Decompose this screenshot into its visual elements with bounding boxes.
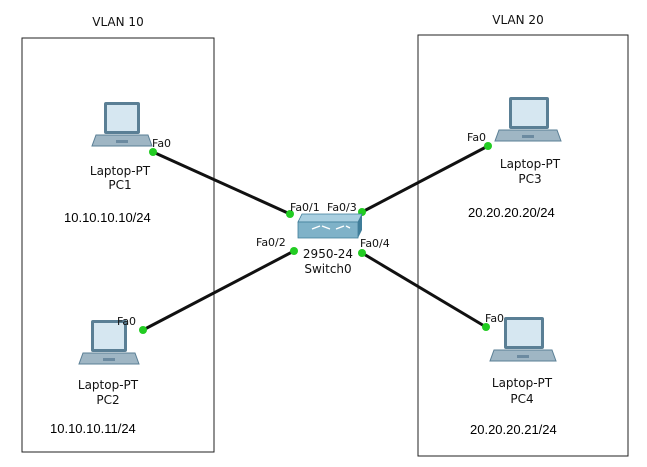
vlan20-area: VLAN 20	[417, 13, 629, 457]
pc1-port-label: Fa0	[152, 137, 171, 150]
laptop-pc3[interactable]	[494, 97, 562, 142]
laptop-icon	[489, 317, 557, 362]
pc2-ip-label: 10.10.10.11/24	[50, 421, 136, 436]
pc3-type-label: Laptop-PT	[500, 157, 561, 171]
switch-port-fa01-label: Fa0/1	[290, 201, 320, 214]
pc4-port-label: Fa0	[485, 312, 504, 325]
link-pc1-switch[interactable]	[152, 150, 291, 216]
pc4-port-up-indicator	[482, 323, 490, 331]
pc2-port-label: Fa0	[117, 315, 136, 328]
pc2-port-up-indicator	[139, 326, 147, 334]
pc4-ip-label: 20.20.20.21/24	[470, 422, 557, 437]
pc1-name-label: PC1	[108, 178, 131, 192]
laptop-pc1[interactable]	[91, 102, 153, 147]
vlan20-label: VLAN 20	[492, 13, 543, 27]
pc4-type-label: Laptop-PT	[492, 376, 553, 390]
pc1-port-up-indicator	[149, 148, 157, 156]
switch-port-fa03-label: Fa0/3	[327, 201, 357, 214]
switch-port-fa02-label: Fa0/2	[256, 236, 286, 249]
pc1-ip-label: 10.10.10.10/24	[64, 210, 151, 225]
link-pc4-switch[interactable]	[361, 251, 487, 329]
switch-port-fa04-label: Fa0/4	[360, 237, 390, 250]
vlan10-box	[21, 37, 215, 453]
fa02-port-up-indicator	[290, 247, 298, 255]
vlan10-label: VLAN 10	[92, 15, 143, 29]
link-status-indicators	[139, 142, 492, 334]
vlan20-box	[417, 34, 629, 457]
pc4-name-label: PC4	[510, 392, 533, 406]
switch-name-label: Switch0	[304, 262, 351, 276]
laptop-icon	[78, 320, 140, 365]
switch-model-label: 2950-24	[303, 247, 353, 261]
switch-icon	[297, 213, 363, 239]
pc3-port-up-indicator	[484, 142, 492, 150]
switch0[interactable]	[297, 213, 363, 239]
laptop-pc2[interactable]	[78, 320, 140, 365]
link-pc2-switch[interactable]	[142, 249, 295, 332]
vlan10-area: VLAN 10	[21, 15, 215, 453]
fa04-port-up-indicator	[358, 249, 366, 257]
pc3-port-label: Fa0	[467, 131, 486, 144]
laptop-pc4[interactable]	[489, 317, 557, 362]
fa01-port-up-indicator	[286, 210, 294, 218]
laptop-icon	[91, 102, 153, 147]
pc2-name-label: PC2	[96, 393, 119, 407]
pc3-ip-label: 20.20.20.20/24	[468, 205, 555, 220]
link-pc3-switch[interactable]	[361, 144, 489, 214]
pc3-name-label: PC3	[518, 172, 541, 186]
pc2-type-label: Laptop-PT	[78, 378, 139, 392]
links	[142, 144, 489, 332]
pc1-type-label: Laptop-PT	[90, 164, 151, 178]
laptop-icon	[494, 97, 562, 142]
